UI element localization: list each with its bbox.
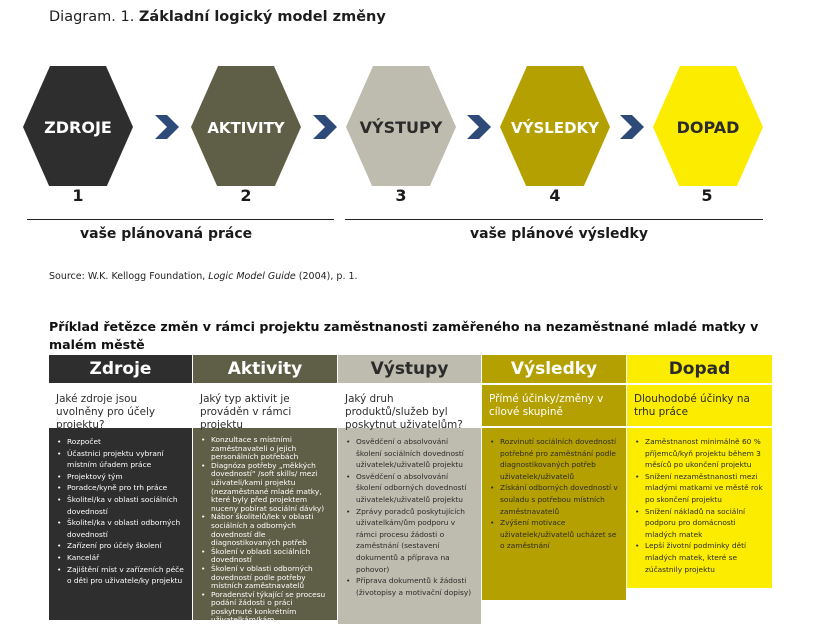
list-item: Osvědčení o absolvování školení sociální… xyxy=(342,436,475,471)
chevron-arrow-icon xyxy=(467,115,491,139)
hexagon-number-5: 5 xyxy=(701,186,713,205)
column-header: Aktivity xyxy=(193,355,337,383)
hexagon-3 xyxy=(346,66,456,186)
list-item: Rozpočet xyxy=(53,436,186,448)
column-items: RozpočetÚčastnici projektu vybraní místn… xyxy=(49,428,192,620)
list-item: Zprávy poradců poskytujících uživatelkám… xyxy=(342,506,475,576)
chevron-arrow-icon xyxy=(620,115,644,139)
list-item: Kancelář xyxy=(53,552,186,564)
list-item: Školitel/ka v oblasti sociálních dovedno… xyxy=(53,494,186,517)
list-item: Konzultace s místními zaměstnavateli o j… xyxy=(197,435,331,462)
source-suffix: (2004), p. 1. xyxy=(295,271,358,282)
hexagon-label-4: VÝSLEDKY xyxy=(511,118,600,137)
chevron-arrow-icon xyxy=(313,115,337,139)
list-item: Osvědčení o absolvování školení odbornýc… xyxy=(342,471,475,506)
figure-caption: Diagram. 1. Základní logický model změny xyxy=(49,9,386,25)
list-item: Snížení nezaměstnanosti mezi mladými mat… xyxy=(631,471,766,506)
list-item: Školení v oblasti sociálních dovedností xyxy=(197,547,331,565)
hexagon-1 xyxy=(23,66,133,186)
column-header: Výstupy xyxy=(338,355,481,383)
figure-caption-title: Základní logický model změny xyxy=(138,9,386,25)
list-item: Příprava dokumentů k žádosti (životopisy… xyxy=(342,575,475,598)
list-item: Diagnóza potřeby „měkkých dovedností“ /s… xyxy=(197,461,331,514)
hexagon-number-3: 3 xyxy=(395,186,407,205)
figure-caption-prefix: Diagram. 1. xyxy=(49,9,135,25)
list-item: Zařízení pro účely školení xyxy=(53,540,186,552)
example-title: Příklad řetězce změn v rámci projektu za… xyxy=(49,319,759,352)
hexagon-label-3: VÝSTUPY xyxy=(360,118,443,137)
list-item: Projektový tým xyxy=(53,471,186,483)
column-header: Zdroje xyxy=(49,355,192,383)
column-question: Přímé účinky/změny v cílové skupině xyxy=(482,383,626,428)
source-book-title: Logic Model Guide xyxy=(208,271,296,282)
source-prefix: Source: W.K. Kellogg Foundation, xyxy=(49,271,209,282)
source-citation: Source: W.K. Kellogg Foundation, Logic M… xyxy=(49,271,358,282)
planned-work-line xyxy=(27,219,334,220)
column-question: Jaké zdroje jsou uvolněny pro účely proj… xyxy=(49,383,192,431)
column-question: Dlouhodobé účinky na trhu práce xyxy=(627,383,772,428)
hexagon-number-4: 4 xyxy=(549,186,561,205)
chevron-arrow-icon xyxy=(155,115,179,139)
list-item: Rozvinutí sociálních dovedností potřebné… xyxy=(486,436,620,482)
column-header: Výsledky xyxy=(482,355,626,383)
hexagon-2 xyxy=(191,66,301,186)
planned-work-label: vaše plánovaná práce xyxy=(80,226,253,242)
list-item: Poradce/kyně pro trh práce xyxy=(53,482,186,494)
column-header: Dopad xyxy=(627,355,772,383)
list-item: Poradenství týkající se procesu podání ž… xyxy=(197,590,331,625)
list-item: Snížení nákladů na sociální podporu pro … xyxy=(631,506,766,541)
hexagon-number-2: 2 xyxy=(240,186,252,205)
hexagon-label-2: AKTIVITY xyxy=(207,119,285,137)
list-item: Získání odborných dovedností v souladu s… xyxy=(486,482,620,517)
column-items: Konzultace s místními zaměstnavateli o j… xyxy=(193,428,337,624)
planned-results-line xyxy=(345,219,763,220)
column-items: Rozvinutí sociálních dovedností potřebné… xyxy=(482,428,626,600)
column-question: Jaký typ aktivit je prováděn v rámci pro… xyxy=(193,383,337,431)
list-item: Zvýšení motivace uživatelek/uživatelů uc… xyxy=(486,517,620,552)
hexagon-number-1: 1 xyxy=(72,186,84,205)
planned-results-label: vaše plánové výsledky xyxy=(470,226,648,242)
list-item: Zajištění míst v zařízeních péče o děti … xyxy=(53,564,186,587)
hexagon-label-5: DOPAD xyxy=(677,118,740,137)
column-question: Jaký druh produktů/služeb byl poskytnut … xyxy=(338,383,481,431)
list-item: Účastnici projektu vybraní místním úřade… xyxy=(53,448,186,471)
list-item: Nábor školitelů/lek v oblasti sociálních… xyxy=(197,512,331,547)
list-item: Školení v oblasti odborných dovedností p… xyxy=(197,564,331,591)
list-item: Zaměstnanost minimálně 60 % příjemců/kyň… xyxy=(631,436,766,471)
hexagon-label-1: ZDROJE xyxy=(44,118,112,137)
column-items: Zaměstnanost minimálně 60 % příjemců/kyň… xyxy=(627,428,772,588)
hexagon-5 xyxy=(653,66,763,186)
logic-model-diagram: ZDROJE AKTIVITY VÝSTUPY VÝSLEDKY DOPAD xyxy=(23,66,763,186)
hexagon-4 xyxy=(500,66,610,186)
list-item: Lepší životní podmínky dětí mladých mate… xyxy=(631,540,766,575)
list-item: Školitel/ka v oblasti odborných dovednos… xyxy=(53,517,186,540)
column-items: Osvědčení o absolvování školení sociální… xyxy=(338,428,481,624)
